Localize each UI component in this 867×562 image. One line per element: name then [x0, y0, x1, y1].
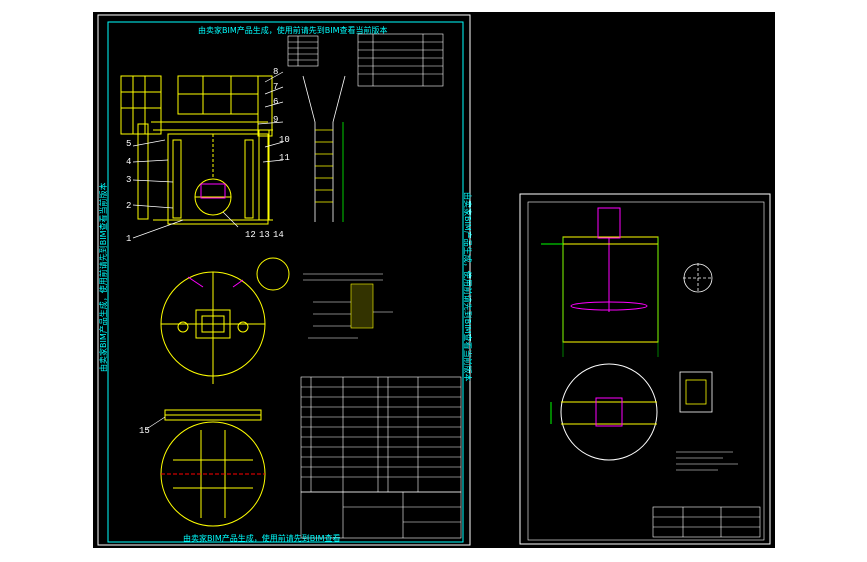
callout-14: 14 — [273, 230, 284, 240]
callout-10: 10 — [279, 135, 290, 145]
notes-block — [676, 451, 738, 471]
callout-15: 15 — [139, 426, 150, 436]
cover-plan — [160, 421, 266, 527]
callout-3: 3 — [126, 175, 131, 185]
section-detail — [303, 273, 393, 339]
plate-detail — [679, 371, 713, 413]
ladder-view — [302, 75, 346, 222]
callout-7: 7 — [273, 82, 278, 92]
watermark-bottom: 由卖家BIM产品生成，使用前请先到BIM查看 — [183, 533, 341, 543]
small-detail-circle — [683, 263, 713, 293]
parts-list — [300, 376, 462, 493]
cover-section — [144, 409, 262, 431]
callout-4: 4 — [126, 157, 131, 167]
leader-lines — [132, 71, 284, 239]
drawing-sheet-right — [519, 193, 771, 545]
elevation-view — [120, 75, 273, 225]
watermark-right: 由卖家BIM产品生成，使用前请先到BIM查看当前版本 — [463, 192, 473, 382]
drawing-svg: 5 4 3 2 1 8 7 6 9 10 11 12 13 14 — [97, 14, 771, 546]
plan-view — [160, 257, 290, 384]
callout-9: 9 — [273, 115, 278, 125]
tank-elevation — [541, 207, 659, 357]
watermark-left: 由卖家BIM产品生成，使用前请先到BIM查看当前版本 — [98, 183, 108, 373]
callout-2: 2 — [126, 201, 131, 211]
callout-5: 5 — [126, 139, 131, 149]
callout-12: 12 — [245, 230, 256, 240]
callout-11: 11 — [279, 153, 290, 163]
watermark-top: 由卖家BIM产品生成，使用前请先到BIM查看当前版本 — [198, 25, 388, 35]
drawing-canvas[interactable]: 5 4 3 2 1 8 7 6 9 10 11 12 13 14 — [93, 12, 775, 548]
callouts-left: 5 4 3 2 1 — [126, 139, 131, 244]
callout-1: 1 — [126, 234, 131, 244]
callouts-right: 8 7 6 9 10 11 — [273, 67, 290, 163]
callout-13: 13 — [259, 230, 270, 240]
callout-8: 8 — [273, 67, 278, 77]
spec-table — [287, 33, 444, 87]
title-block — [300, 491, 462, 539]
title-block-right — [652, 506, 761, 538]
drawing-sheet-left: 5 4 3 2 1 8 7 6 9 10 11 12 13 14 — [97, 14, 473, 546]
tank-plan — [550, 363, 658, 461]
callouts-bottom: 12 13 14 — [245, 230, 284, 240]
callout-6: 6 — [273, 97, 278, 107]
